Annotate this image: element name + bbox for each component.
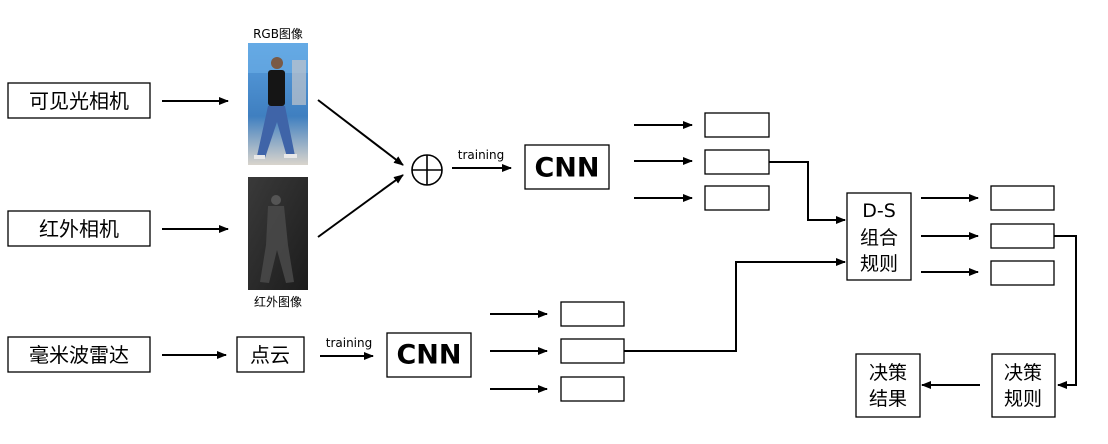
ds-line-2: 组合 bbox=[860, 227, 898, 249]
rgb-image-caption: RGB图像 bbox=[253, 27, 303, 41]
cnn-bottom-label: CNN bbox=[396, 340, 461, 371]
cnn-top-output-box-2 bbox=[704, 149, 770, 175]
training-label-bottom: training bbox=[326, 336, 373, 350]
point-cloud-node: 点云 bbox=[236, 336, 305, 373]
ds-output-box-1 bbox=[990, 185, 1055, 211]
training-label-top: training bbox=[458, 148, 505, 162]
ir-image-caption: 红外图像 bbox=[254, 294, 302, 309]
decision-rule-line-1: 决策 bbox=[1004, 362, 1042, 384]
decision-result-line-2: 结果 bbox=[869, 388, 907, 410]
mmwave-radar-node: 毫米波雷达 bbox=[7, 336, 151, 373]
decision-rule-node: 决策 规则 bbox=[991, 353, 1056, 418]
cnn-bottom-node: CNN bbox=[386, 332, 472, 378]
visible-camera-label: 可见光相机 bbox=[29, 89, 129, 113]
connector-ds-to-decision-rule bbox=[1054, 235, 1077, 389]
cnn-top-node: CNN bbox=[524, 144, 610, 190]
feature-fusion-icon bbox=[411, 154, 443, 186]
decision-rule-line-2: 规则 bbox=[1004, 388, 1042, 410]
ds-output-box-2 bbox=[990, 223, 1055, 249]
mmwave-radar-label: 毫米波雷达 bbox=[29, 343, 129, 367]
infrared-camera-label: 红外相机 bbox=[39, 217, 119, 241]
point-cloud-label: 点云 bbox=[250, 343, 290, 367]
cnn-bottom-output-box-3 bbox=[560, 376, 625, 402]
ds-line-3: 规则 bbox=[860, 253, 898, 275]
decision-result-line-1: 决策 bbox=[869, 362, 907, 384]
ds-combination-rule-node: D-S 组合 规则 bbox=[846, 192, 912, 281]
cnn-top-output-box-1 bbox=[704, 112, 770, 138]
cnn-bottom-output-box-2 bbox=[560, 338, 625, 364]
cnn-top-label: CNN bbox=[534, 153, 599, 184]
connector-top-to-ds bbox=[769, 161, 846, 224]
infrared-camera-node: 红外相机 bbox=[7, 210, 151, 247]
arrow-rgb-to-fusion bbox=[317, 99, 404, 166]
cnn-top-output-box-3 bbox=[704, 185, 770, 211]
arrow-ir-to-fusion bbox=[317, 174, 404, 238]
visible-camera-node: 可见光相机 bbox=[7, 82, 151, 119]
ds-output-box-3 bbox=[990, 260, 1055, 286]
ds-line-1: D-S bbox=[862, 200, 896, 222]
infrared-image bbox=[248, 177, 308, 290]
decision-result-node: 决策 结果 bbox=[855, 353, 921, 418]
connector-bottom-to-ds bbox=[624, 258, 846, 352]
cnn-bottom-output-box-1 bbox=[560, 301, 625, 327]
rgb-image bbox=[248, 43, 308, 165]
